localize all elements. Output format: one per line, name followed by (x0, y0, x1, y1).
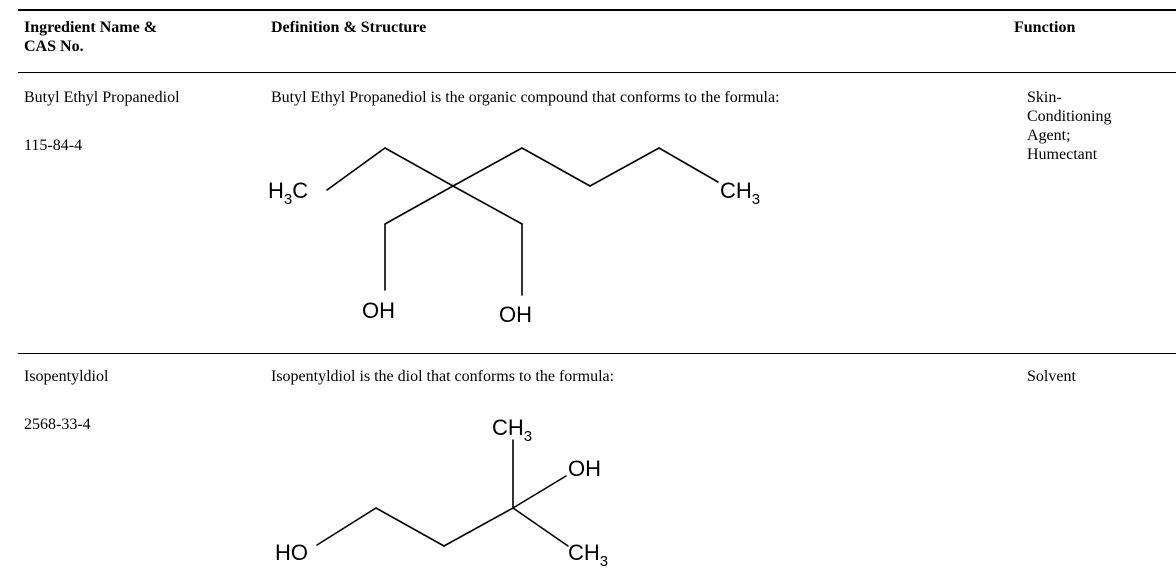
table-header-rule (18, 72, 1176, 73)
structure-bonds (326, 147, 719, 296)
header-cas-no: CAS No. (24, 38, 84, 55)
table-row-divider (18, 353, 1176, 354)
cas-number: 115-84-4 (24, 137, 83, 154)
ingredient-function: Solvent (1027, 368, 1076, 385)
header-function: Function (1014, 19, 1076, 36)
header-definition-structure: Definition & Structure (271, 19, 427, 36)
atom-label-oh: OH (568, 456, 601, 481)
atom-label-oh-left: OH (362, 298, 395, 323)
atom-label-ch3-bottom: CH3 (568, 540, 608, 570)
cas-number: 2568-33-4 (24, 416, 91, 433)
ingredient-definition: Isopentyldiol is the diol that conforms … (271, 368, 615, 385)
structure-bonds (316, 439, 569, 547)
table-top-rule (18, 9, 1176, 11)
atom-label-ho: HO (275, 540, 308, 565)
atom-label-oh-right: OH (499, 302, 532, 327)
header-ingredient-name: Ingredient Name & (24, 19, 158, 36)
atom-label-ch3-top: CH3 (492, 415, 532, 445)
atom-label-ch3: CH3 (720, 178, 760, 208)
ingredient-definition: Butyl Ethyl Propanediol is the organic c… (271, 89, 780, 106)
ingredient-name: Isopentyldiol (24, 368, 109, 385)
ingredient-function: Skin-Conditioning Agent; Humectant (1027, 89, 1112, 163)
ingredient-name: Butyl Ethyl Propanediol (24, 89, 180, 106)
atom-label-h3c: H3C (268, 178, 308, 208)
